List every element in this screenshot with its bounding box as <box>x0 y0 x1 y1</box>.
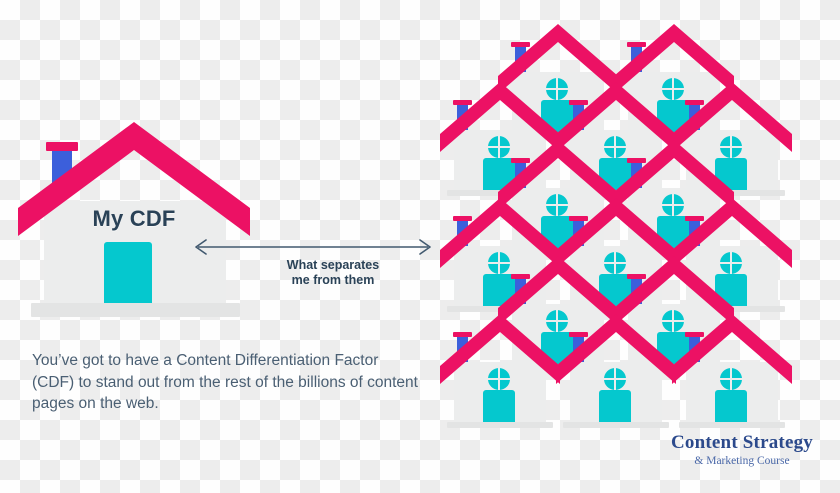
round-window-icon <box>488 368 510 390</box>
house-cluster <box>440 22 800 428</box>
round-window-icon <box>546 194 568 216</box>
round-window-icon <box>546 310 568 332</box>
roof-icon <box>18 122 250 236</box>
small-house-icon <box>556 312 676 432</box>
round-window-icon <box>720 136 742 158</box>
round-window-icon <box>604 252 626 274</box>
roof-icon <box>440 82 560 152</box>
main-house-icon: My CDF <box>18 118 250 318</box>
arrow-caption: What separates me from them <box>238 258 428 288</box>
arrow-caption-line-2: me from them <box>291 273 375 287</box>
body-paragraph: You’ve got to have a Content Differentia… <box>32 352 418 412</box>
roof-icon <box>672 314 792 384</box>
roof-icon <box>614 140 734 210</box>
round-window-icon <box>604 136 626 158</box>
chimney-cap-icon <box>627 158 646 163</box>
round-window-icon <box>662 78 684 100</box>
round-window-icon <box>720 368 742 390</box>
round-window-icon <box>488 136 510 158</box>
roof-icon <box>498 256 618 326</box>
chimney-cap-icon <box>627 42 646 47</box>
double-headed-arrow-icon <box>195 239 431 255</box>
chimney-cap-icon <box>569 332 588 337</box>
chimney-cap-icon <box>46 142 78 151</box>
door-icon <box>599 390 631 424</box>
round-window-icon <box>662 310 684 332</box>
house-ground <box>447 422 553 428</box>
door-icon <box>483 390 515 424</box>
house-ground <box>679 422 785 428</box>
roof-icon <box>556 198 676 268</box>
brand-logo: Content Strategy & Marketing Course <box>660 432 824 467</box>
chimney-cap-icon <box>685 332 704 337</box>
roof-icon <box>556 82 676 152</box>
chimney-cap-icon <box>685 216 704 221</box>
round-window-icon <box>720 252 742 274</box>
chimney-cap-icon <box>627 274 646 279</box>
chimney-cap-icon <box>569 216 588 221</box>
roof-icon <box>614 256 734 326</box>
logo-primary-text: Content Strategy <box>671 432 813 453</box>
small-house-icon <box>440 312 560 432</box>
round-window-icon <box>604 368 626 390</box>
small-house-icon <box>614 22 734 142</box>
small-house-icon <box>556 196 676 316</box>
chimney-cap-icon <box>511 158 530 163</box>
chimney-cap-icon <box>453 332 472 337</box>
round-window-icon <box>662 194 684 216</box>
roof-icon <box>498 24 618 94</box>
chimney-cap-icon <box>569 100 588 105</box>
roof-icon <box>498 140 618 210</box>
roof-icon <box>672 198 792 268</box>
main-house-label: My CDF <box>92 206 176 231</box>
door-icon <box>715 390 747 424</box>
chimney-cap-icon <box>511 274 530 279</box>
house-ground <box>31 303 240 317</box>
logo-secondary-text: & Marketing Course <box>694 455 790 467</box>
door-icon <box>104 242 152 304</box>
chimney-cap-icon <box>453 100 472 105</box>
chimney-cap-icon <box>511 42 530 47</box>
chimney-cap-icon <box>685 100 704 105</box>
round-window-icon <box>546 78 568 100</box>
roof-icon <box>614 24 734 94</box>
house-ground <box>563 422 669 428</box>
roof-icon <box>440 314 560 384</box>
roof-icon <box>672 82 792 152</box>
roof-icon <box>556 314 676 384</box>
chimney-cap-icon <box>453 216 472 221</box>
round-window-icon <box>488 252 510 274</box>
arrow-caption-line-1: What separates <box>286 258 380 272</box>
roof-icon <box>440 198 560 268</box>
small-house-icon <box>672 312 792 432</box>
